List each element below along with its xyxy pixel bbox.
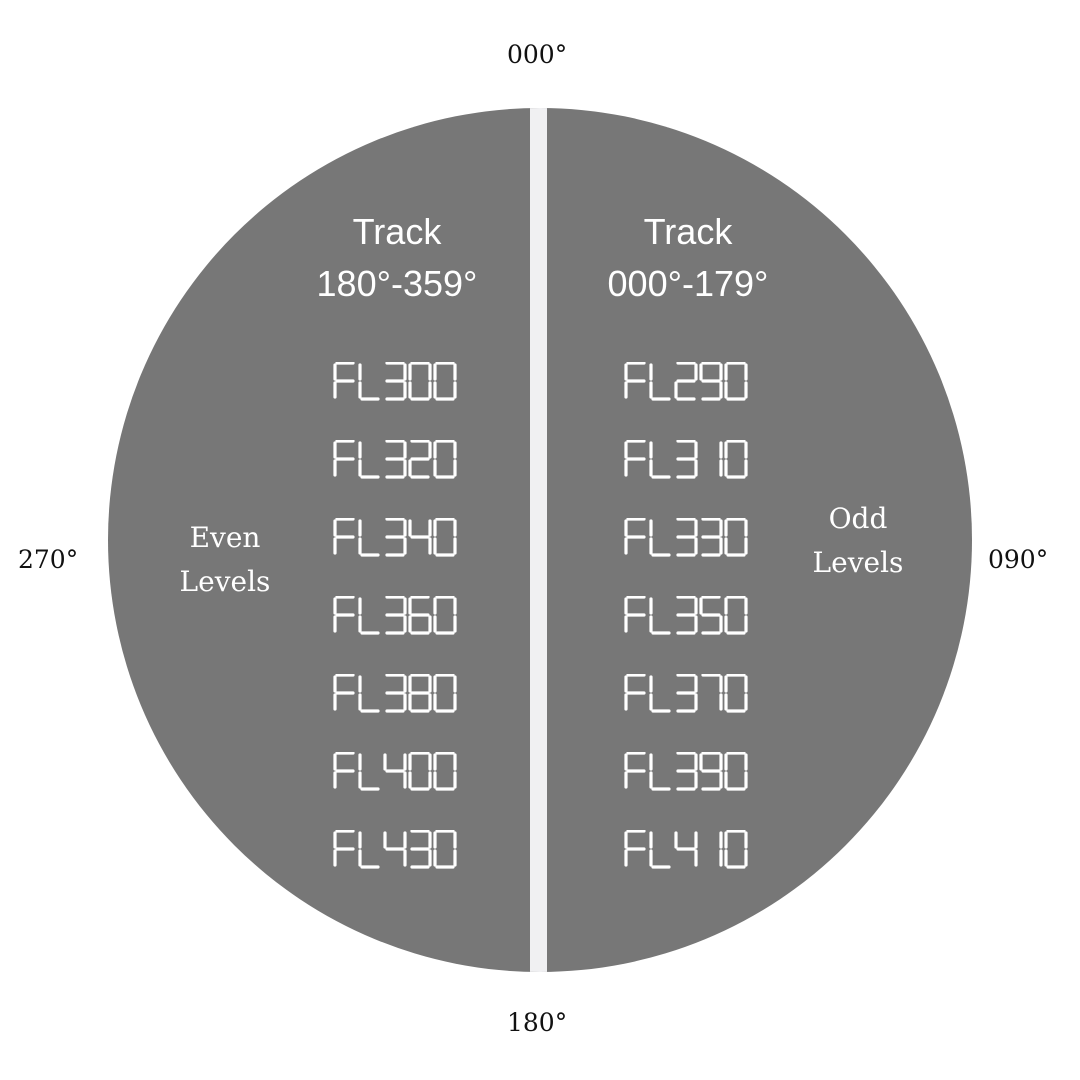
heading-270-label: 270° [18,545,79,574]
flight-level-fl370 [623,674,753,716]
flight-level-fl380 [332,674,462,716]
flight-level-fl330 [623,518,753,560]
right-track-label: Track 000°-179° [568,206,808,310]
even-levels-line1: Even [189,521,261,554]
flight-level-fl340 [332,518,462,560]
right-track-title: Track [643,211,733,252]
odd-levels-line1: Odd [828,502,888,535]
flight-level-fl300 [332,362,462,404]
left-track-label: Track 180°-359° [277,206,517,310]
flight-level-fl320 [332,440,462,482]
north-south-divider [530,108,547,972]
left-track-range: 180°-359° [316,263,478,304]
left-track-title: Track [352,211,442,252]
even-levels-line2: Levels [179,565,271,598]
heading-090-label: 090° [988,545,1049,574]
flight-level-fl310 [623,440,753,482]
flight-level-fl410 [623,830,753,872]
flight-level-fl390 [623,752,753,794]
heading-circle: Track 180°-359° Track 000°-179° Even Lev… [108,108,972,972]
even-levels-label: Even Levels [155,516,295,604]
odd-levels-line2: Levels [812,546,904,579]
right-track-range: 000°-179° [607,263,769,304]
heading-000-label: 000° [507,40,568,69]
flight-level-fl430 [332,830,462,872]
heading-180-label: 180° [507,1008,568,1037]
flight-level-fl290 [623,362,753,404]
odd-levels-label: Odd Levels [788,497,928,585]
flight-level-fl350 [623,596,753,638]
flight-level-fl360 [332,596,462,638]
flight-level-fl400 [332,752,462,794]
